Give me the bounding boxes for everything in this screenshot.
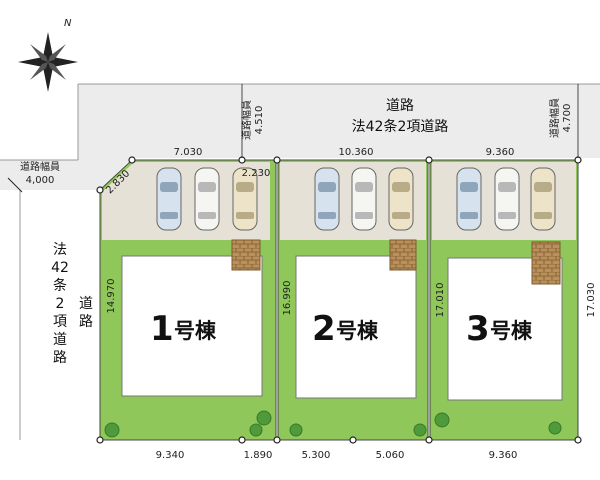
lot-3-label: 3 号棟 — [466, 309, 533, 349]
car-icon — [494, 167, 520, 231]
boundary-points — [96, 156, 582, 444]
car-icon — [456, 167, 482, 231]
cars — [156, 167, 556, 231]
tree-icon — [256, 410, 272, 426]
lot-1-front-right-dim: 2.230 — [242, 168, 271, 179]
lot-3-depth-left-dim: 17.010 — [435, 283, 446, 318]
lot-3-deck — [531, 241, 561, 285]
svg-text:法: 法 — [53, 242, 67, 258]
svg-text:2: 2 — [56, 296, 65, 312]
svg-text:2: 2 — [312, 309, 336, 349]
car-icon — [530, 167, 556, 231]
svg-text:号棟: 号棟 — [174, 319, 217, 343]
svg-text:道路幅員: 道路幅員 — [20, 160, 60, 173]
road-width-top-left: 道路幅員 4.510 — [240, 84, 265, 158]
svg-text:号棟: 号棟 — [336, 319, 379, 343]
tree-icon — [413, 423, 427, 437]
car-icon — [388, 167, 414, 231]
lot-3-depth-right-dim: 17.030 — [586, 283, 597, 318]
car-icon — [232, 167, 258, 231]
svg-text:3: 3 — [466, 309, 490, 349]
svg-text:4.510: 4.510 — [254, 106, 265, 135]
road-surface — [0, 84, 600, 190]
lot-1-bottom-dim-b: 1.890 — [244, 450, 273, 461]
lot-2-depth-dim: 16.990 — [282, 281, 293, 316]
lot-1-depth-dim: 14.970 — [106, 279, 117, 314]
car-icon — [314, 167, 340, 231]
lot-1-deck — [231, 239, 261, 271]
svg-text:道: 道 — [79, 296, 93, 312]
lot-2-deck — [389, 239, 417, 271]
car-icon — [351, 167, 377, 231]
svg-text:路: 路 — [53, 350, 67, 366]
svg-text:号棟: 号棟 — [490, 319, 533, 343]
svg-text:42: 42 — [51, 260, 69, 276]
compass-icon — [18, 32, 78, 92]
lot-2-label: 2 号棟 — [312, 309, 379, 349]
car-icon — [194, 167, 220, 231]
lot-2-bottom-dim-b: 5.060 — [376, 450, 405, 461]
svg-text:1: 1 — [150, 309, 174, 349]
road-width-top-right: 道路幅員 4.700 — [548, 84, 579, 158]
tree-icon — [434, 412, 450, 428]
svg-text:条: 条 — [53, 277, 67, 294]
lot-1-front-dim: 7.030 — [174, 147, 203, 158]
road-top-subtitle: 法42条2項道路 — [352, 118, 449, 135]
tree-icon — [249, 423, 263, 437]
compass-north-label: N — [64, 18, 72, 29]
car-icon — [156, 167, 182, 231]
tree-icon — [548, 421, 562, 435]
lot-2-bottom-dim-a: 5.300 — [302, 450, 331, 461]
trees — [104, 410, 562, 438]
road-top-title: 道路 — [386, 98, 414, 114]
lot-3-front-dim: 9.360 — [486, 147, 515, 158]
lot-3-bottom-dim: 9.360 — [489, 450, 518, 461]
lot-2-front-dim: 10.360 — [339, 147, 374, 158]
lot-1-label: 1 号棟 — [150, 309, 217, 349]
svg-text:道: 道 — [53, 332, 67, 348]
lot-2-house — [295, 255, 417, 399]
svg-text:路: 路 — [79, 314, 93, 330]
road-left-col1: 法 42 条 2 項 道 路 — [51, 242, 69, 366]
tree-icon — [289, 423, 303, 437]
road-left-col2: 道 路 — [79, 296, 93, 330]
svg-text:4,000: 4,000 — [26, 175, 55, 186]
svg-text:道路幅員: 道路幅員 — [548, 98, 561, 138]
lot-1-house — [121, 255, 263, 397]
tree-icon — [104, 422, 120, 438]
svg-text:道路幅員: 道路幅員 — [240, 100, 253, 140]
lot-1-parking — [102, 162, 270, 240]
lot-1-bottom-dim-a: 9.340 — [156, 450, 185, 461]
road-width-left: 道路幅員 4,000 — [7, 160, 60, 193]
svg-text:4.700: 4.700 — [562, 104, 573, 133]
svg-text:項: 項 — [53, 314, 67, 330]
